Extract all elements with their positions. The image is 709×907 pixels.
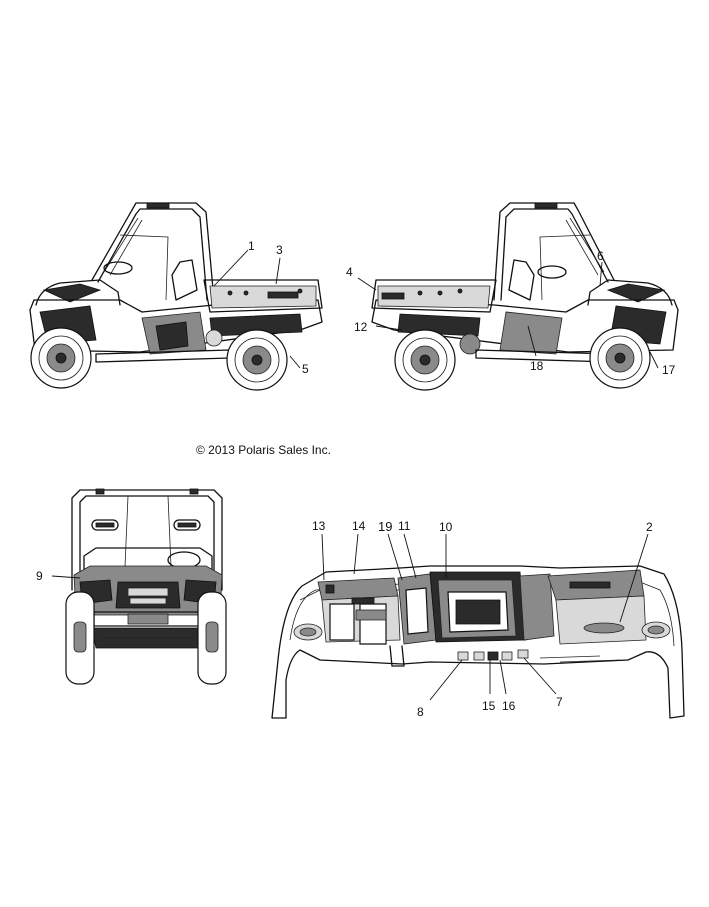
callout-1: 1: [248, 239, 255, 253]
leader-lines: [51, 249, 659, 701]
callout-13: 13: [312, 519, 326, 533]
callout-15: 15: [482, 699, 496, 713]
callout-6: 6: [597, 249, 604, 263]
callout-8: 8: [417, 705, 424, 719]
callout-9: 9: [36, 569, 43, 583]
callout-10: 10: [439, 520, 453, 534]
vehicle-left-side-view: [29, 202, 323, 391]
callout-12: 12: [354, 320, 368, 334]
callout-4: 4: [346, 265, 353, 279]
callout-3: 3: [276, 243, 283, 257]
callout-11: 11: [398, 519, 411, 533]
callout-19: 19: [378, 519, 392, 534]
callout-16: 16: [502, 699, 516, 713]
vehicle-front-view: [65, 488, 227, 685]
callout-17: 17: [662, 363, 676, 377]
copyright-notice: © 2013 Polaris Sales Inc.: [196, 443, 331, 457]
callout-7: 7: [556, 695, 563, 709]
callout-14: 14: [352, 519, 366, 533]
callout-5: 5: [302, 362, 309, 376]
callout-numbers: 1 3 5 4 12 6 17 18 © 2013 Polaris Sales …: [36, 239, 676, 719]
vehicle-right-side-view: [371, 202, 679, 391]
callout-18: 18: [530, 359, 544, 373]
hood-dash-assembly-view: [271, 565, 685, 719]
callout-2: 2: [646, 520, 653, 534]
